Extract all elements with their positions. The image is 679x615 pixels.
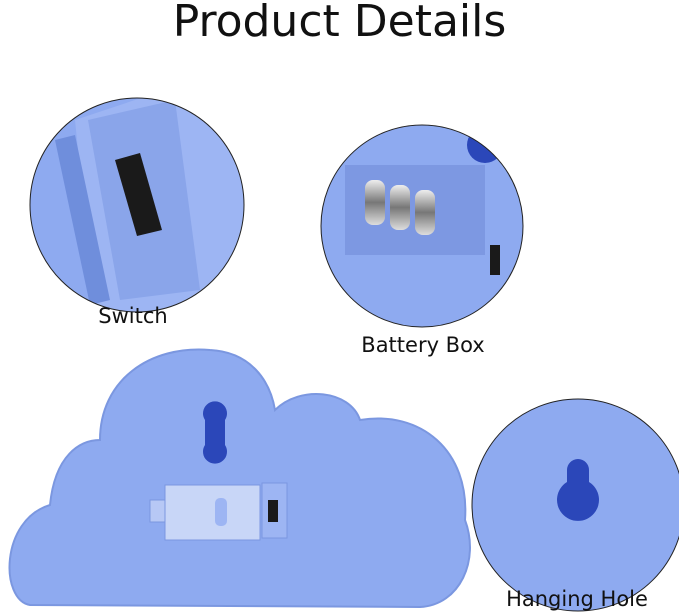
slide-switch-icon: [115, 153, 162, 236]
hanging-hole-label: Hanging Hole: [506, 587, 648, 611]
hanging-hole-icon: [203, 401, 228, 464]
hanging-hole-closeup: [472, 399, 679, 611]
switch-label: Switch: [98, 304, 168, 328]
page-title: Product Details: [172, 0, 507, 47]
switch-closeup: [30, 98, 244, 312]
battery-box-label: Battery Box: [361, 333, 485, 357]
cloud-light-back: [8, 348, 471, 609]
battery-box-closeup: [321, 125, 523, 327]
